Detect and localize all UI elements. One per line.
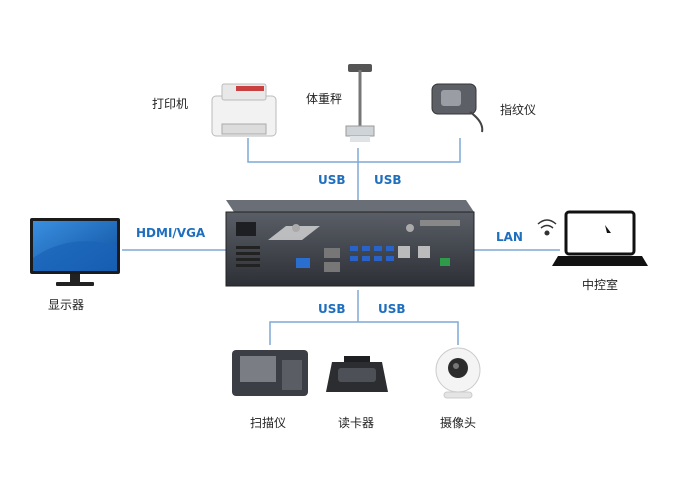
network-link-label: LAN [496,230,523,244]
bottom-usb-left-label: USB [318,302,346,316]
top-usb-left-label: USB [318,173,346,187]
top-usb-right-label: USB [374,173,402,187]
card-reader-label: 读卡器 [338,416,375,430]
connection-lines [122,138,560,345]
wifi-icon [537,219,557,236]
printer-icon [211,83,277,137]
scale-icon [345,64,375,142]
bottom-usb-line [269,321,459,345]
industrial-pc-chassis [225,200,475,287]
laptop-icon [552,210,648,266]
printer-label: 打印机 [152,97,189,111]
fingerprint-icon [431,83,484,133]
scanner-label: 扫描仪 [250,416,287,430]
camera-icon [435,347,481,399]
scanner-icon [232,350,308,396]
control-room-label: 中控室 [582,278,619,292]
monitor-icon [30,218,120,286]
scale-label: 体重秤 [306,92,343,106]
top-usb-line [247,138,461,163]
fingerprint-label: 指纹仪 [500,103,537,117]
video-link-label: HDMI/VGA [136,226,206,240]
card-reader-icon [326,356,388,392]
camera-label: 摄像头 [440,416,477,430]
monitor-label: 显示器 [48,298,85,312]
bottom-usb-right-label: USB [378,302,406,316]
